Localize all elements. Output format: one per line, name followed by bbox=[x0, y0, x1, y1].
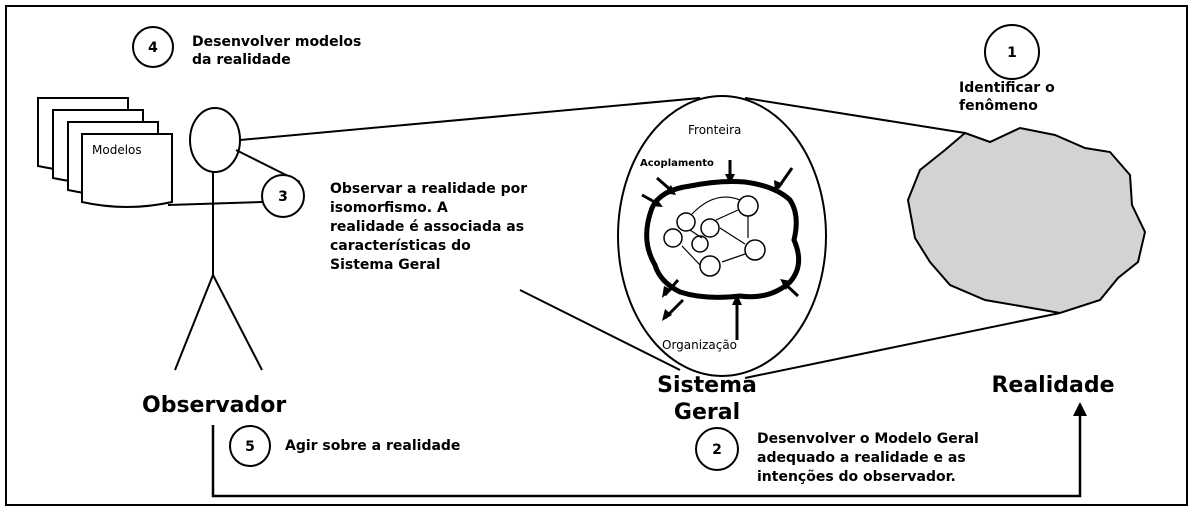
step-4-circle bbox=[132, 26, 174, 68]
step-4-line-2: da realidade bbox=[192, 52, 291, 68]
step-2-line-2: adequado a realidade e as bbox=[757, 450, 966, 466]
step-4-line-1: Desenvolver modelos bbox=[192, 34, 361, 50]
step-3-line-1: Observar a realidade por bbox=[330, 181, 527, 197]
step-3-circle bbox=[261, 174, 305, 218]
step-1-line-2: fenômeno bbox=[959, 98, 1038, 114]
action-loop-arrowhead bbox=[1073, 402, 1087, 416]
step-3-line-2: isomorfismo. A bbox=[330, 200, 448, 216]
system-internal-arrows bbox=[681, 196, 749, 266]
models-label: Modelos bbox=[92, 143, 142, 157]
boundary-label: Fronteira bbox=[688, 123, 741, 137]
organization-label: Organização bbox=[662, 338, 737, 352]
step-3-line-5: Sistema Geral bbox=[330, 257, 440, 273]
coupling-label: Acoplamento bbox=[640, 158, 714, 169]
step-1-circle bbox=[984, 24, 1040, 80]
system-label-line-1: Sistema bbox=[657, 373, 757, 398]
system-label-line-2: Geral bbox=[674, 400, 740, 425]
observer-stick-figure-icon bbox=[167, 107, 263, 371]
step-1-line-1: Identificar o bbox=[959, 80, 1055, 96]
step-2-circle bbox=[695, 427, 739, 471]
step-5-line-1: Agir sobre a realidade bbox=[285, 438, 460, 454]
reality-shape bbox=[906, 126, 1147, 315]
step-2-line-1: Desenvolver o Modelo Geral bbox=[757, 431, 979, 447]
step-1-number: 1 bbox=[1007, 45, 1017, 61]
system-boundary bbox=[644, 179, 802, 300]
step-3-line-4: características do bbox=[330, 238, 471, 254]
general-system-ellipse bbox=[617, 95, 827, 377]
observer-label: Observador bbox=[142, 393, 286, 418]
diagram-frame bbox=[5, 5, 1188, 506]
step-2-line-3: intenções do observador. bbox=[757, 469, 956, 485]
action-loop-arrow bbox=[211, 412, 1082, 498]
step-2-number: 2 bbox=[712, 442, 722, 458]
step-3-line-3: realidade é associada as bbox=[330, 219, 524, 235]
reality-label: Realidade bbox=[991, 373, 1114, 398]
models-document-stack-icon bbox=[37, 97, 173, 208]
step-5-number: 5 bbox=[245, 439, 255, 455]
environment-arrowheads bbox=[651, 174, 791, 321]
system-elements bbox=[663, 195, 766, 277]
step-4-number: 4 bbox=[148, 40, 158, 56]
step-5-circle bbox=[229, 425, 271, 467]
step-3-number: 3 bbox=[278, 189, 288, 205]
